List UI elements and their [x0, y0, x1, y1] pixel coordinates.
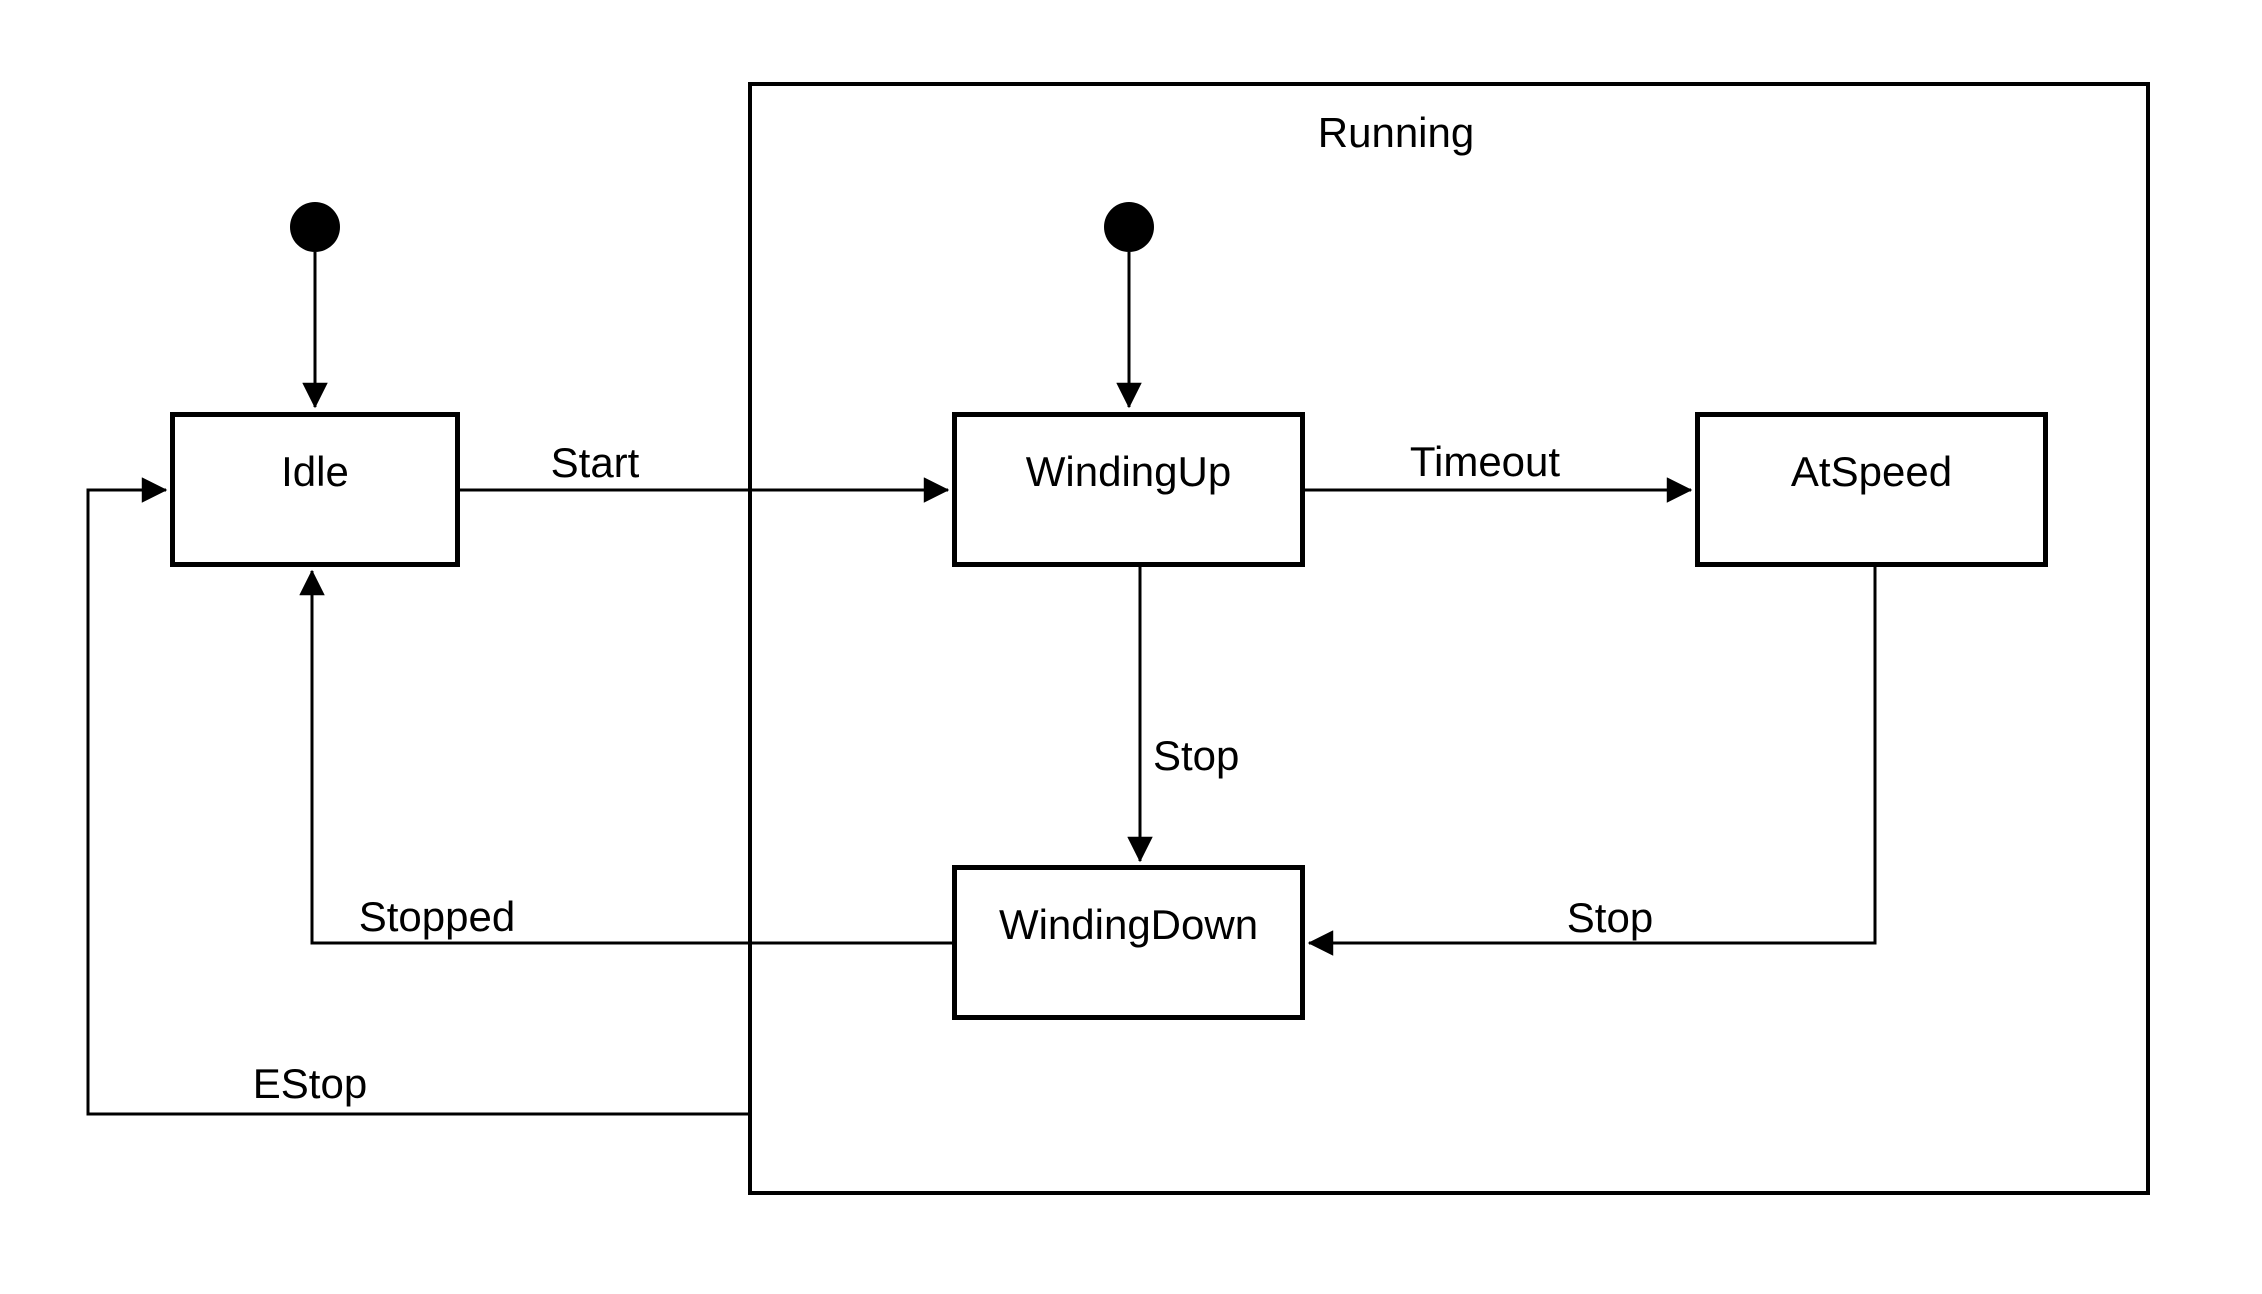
state-atspeed-label: AtSpeed [1790, 447, 1953, 495]
state-windingdown-label: WindingDown [998, 900, 1259, 948]
transition-estop-line [86, 477, 748, 1116]
initial-state-dot-idle [290, 202, 340, 252]
composite-state-running [748, 82, 2150, 1195]
state-idle-label: Idle [281, 447, 349, 495]
transition-timeout-label: Timeout [1375, 439, 1595, 485]
transition-stopped-label: Stopped [337, 894, 537, 940]
transition-stop-from-atspeed-label: Stop [1510, 895, 1710, 941]
composite-state-running-label: Running [1317, 109, 1475, 156]
state-windingup-label: WindingUp [1025, 447, 1232, 495]
transition-stop-down-label: Stop [1153, 732, 1240, 779]
transition-start-label: Start [495, 440, 695, 486]
transition-estop-label: EStop [210, 1061, 410, 1107]
state-atspeed: AtSpeed [1695, 412, 2048, 567]
state-windingup: WindingUp [952, 412, 1305, 567]
state-idle: Idle [170, 412, 460, 567]
state-windingdown: WindingDown [952, 865, 1305, 1020]
